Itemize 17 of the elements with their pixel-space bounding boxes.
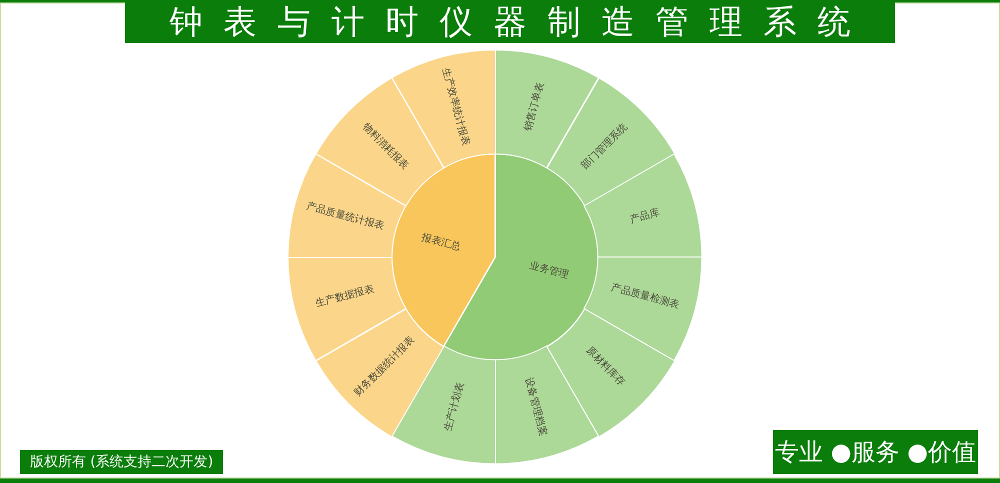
sector-label: 产品库 (628, 207, 661, 227)
sector-label: 产品质量统计报表 (305, 200, 386, 234)
sector-label: 销售订单表 (522, 82, 548, 133)
sector-label: 生产效率统计报表 (438, 67, 472, 148)
sector-label: 生产数据报表 (314, 284, 376, 311)
sector-label: 生产计划表 (442, 381, 468, 432)
sector-label: 财务数据统计报表 (352, 334, 418, 400)
slogan-banner: 专业 ●服务 ●价值 (773, 430, 978, 474)
sector-label: 报表汇总 (420, 232, 462, 254)
sector-label: 物料消耗报表 (360, 122, 411, 173)
sector-label: 原材料库存 (582, 344, 627, 389)
sector-label: 部门管理系统 (579, 122, 630, 173)
title-banner: 钟表与计时仪器制造管理系统 (125, 0, 895, 43)
copyright-banner: 版权所有 (系统支持二次开发) (20, 450, 223, 474)
sector-label: 设备管理档案 (522, 376, 549, 438)
sector-label: 业务管理 (528, 260, 570, 282)
sector-label: 产品质量检测表 (609, 282, 680, 312)
